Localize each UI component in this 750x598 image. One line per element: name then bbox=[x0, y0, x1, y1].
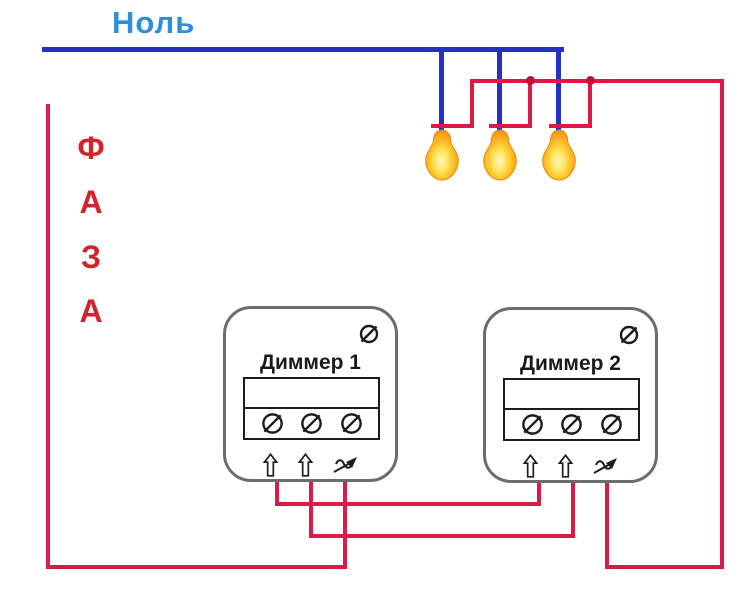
lamp-output-icon bbox=[593, 458, 618, 474]
terminal-screw-icon[interactable] bbox=[520, 412, 545, 437]
dimmer1-terminal1-drop bbox=[275, 480, 279, 506]
terminal-screws-row bbox=[505, 410, 638, 439]
up-arrow-icon bbox=[557, 453, 573, 478]
terminal-block-top-slot bbox=[505, 380, 638, 410]
bulb-icon bbox=[483, 129, 517, 181]
dimmer-1-label: Диммер 1 bbox=[260, 351, 361, 374]
up-arrow-icon bbox=[522, 453, 538, 478]
phase-bottom-right-run bbox=[605, 565, 724, 569]
light-bulb-1 bbox=[419, 127, 465, 184]
terminal-screw-icon[interactable] bbox=[559, 412, 584, 437]
phase-top-bus bbox=[470, 79, 724, 83]
phase-stub-bulb-3 bbox=[549, 124, 592, 128]
phase-label: Ф А З А bbox=[72, 129, 110, 331]
dimmer-2-box: Диммер 2 bbox=[483, 307, 658, 483]
dimmer-2-terminal-block bbox=[503, 378, 640, 441]
dimmer2-terminal3-drop bbox=[605, 481, 609, 569]
dimmer-1-box: Диммер 1 bbox=[223, 306, 398, 482]
dimmer-1-terminal-block bbox=[243, 377, 380, 440]
terminal-screw-icon[interactable] bbox=[260, 411, 285, 436]
light-bulb-3 bbox=[536, 127, 582, 184]
terminal-screw-icon[interactable] bbox=[599, 412, 624, 437]
phase-stub-bulb-2 bbox=[489, 124, 532, 128]
phase-feed-bulb-2-vert bbox=[528, 79, 532, 128]
terminal-block-top-slot bbox=[245, 379, 378, 409]
neutral-drop-bulb-2 bbox=[497, 47, 502, 130]
phase-letter: З bbox=[80, 238, 102, 275]
phase-junction-dot-1 bbox=[526, 76, 535, 85]
phase-letter: А bbox=[79, 293, 103, 330]
dimmer-2-label: Диммер 2 bbox=[520, 352, 621, 375]
phase-letter: А bbox=[79, 184, 103, 221]
dimmer1-terminal2-drop bbox=[309, 480, 313, 538]
neutral-label: Ноль bbox=[112, 5, 196, 40]
dimmer-1-terminal-icons bbox=[243, 450, 380, 478]
phase-feed-bulb-1-vert bbox=[470, 79, 474, 128]
dimmer-2-terminal-icons bbox=[503, 451, 640, 479]
phase-junction-dot-2 bbox=[586, 76, 595, 85]
screw-icon bbox=[619, 325, 639, 345]
dimmer1-to-dimmer2-link1 bbox=[275, 502, 541, 506]
up-arrow-icon bbox=[297, 452, 313, 477]
terminal-screws-row bbox=[245, 409, 378, 438]
bulb-icon bbox=[542, 129, 576, 181]
terminal-screw-icon[interactable] bbox=[299, 411, 324, 436]
light-bulb-2 bbox=[477, 127, 523, 184]
neutral-main-line bbox=[42, 47, 564, 52]
up-arrow-icon bbox=[262, 452, 278, 477]
bulb-icon bbox=[425, 129, 459, 181]
dimmer1-terminal3-drop bbox=[343, 480, 347, 569]
phase-left-riser bbox=[46, 104, 50, 569]
phase-stub-bulb-1 bbox=[431, 124, 474, 128]
phase-feed-bulb-3-vert bbox=[588, 79, 592, 128]
phase-right-riser bbox=[720, 79, 724, 569]
dimmer2-terminal1-drop bbox=[537, 481, 541, 506]
dimmer1-to-dimmer2-link2 bbox=[309, 534, 575, 538]
phase-bottom-left-run bbox=[46, 565, 347, 569]
phase-letter: Ф bbox=[77, 130, 105, 166]
neutral-drop-bulb-3 bbox=[556, 47, 561, 130]
neutral-drop-bulb-1 bbox=[439, 47, 444, 130]
screw-icon bbox=[359, 324, 379, 344]
terminal-screw-icon[interactable] bbox=[339, 411, 364, 436]
dimmer2-terminal2-drop bbox=[571, 481, 575, 538]
lamp-output-icon bbox=[333, 457, 358, 473]
